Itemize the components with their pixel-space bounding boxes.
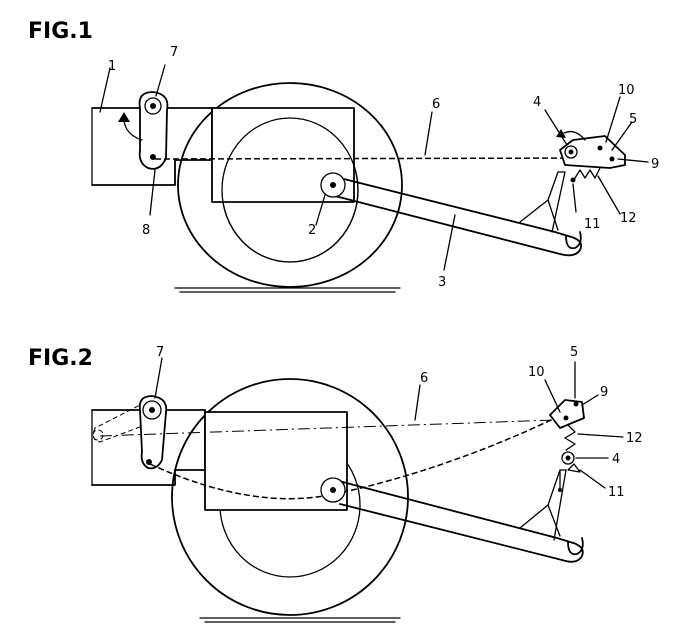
latch-5 xyxy=(549,399,585,492)
ref-9: 9 xyxy=(600,385,608,400)
leader-3 xyxy=(443,214,456,271)
leader-12 xyxy=(577,433,624,438)
leader-1 xyxy=(99,67,111,113)
ref-7: 7 xyxy=(170,45,178,60)
leader-8 xyxy=(149,169,156,216)
leader-4 xyxy=(544,109,568,146)
leader-7 xyxy=(154,357,163,399)
ref-5: 5 xyxy=(629,112,637,127)
chain-tension-line xyxy=(99,419,556,437)
ref-11: 11 xyxy=(608,485,625,500)
spring-12 xyxy=(564,424,576,451)
towing-arm-3 xyxy=(320,171,583,257)
ref-3: 3 xyxy=(438,275,446,290)
figure-1-title: FIG.1 xyxy=(28,19,93,44)
ref-8: 8 xyxy=(142,223,150,238)
ref-5: 5 xyxy=(570,345,578,360)
catch-11 xyxy=(567,463,581,473)
ref-12: 12 xyxy=(620,211,637,226)
ref-6: 6 xyxy=(432,97,440,112)
ref-12: 12 xyxy=(626,431,643,446)
leader-9 xyxy=(581,394,599,406)
vehicle-frame-beam xyxy=(91,107,213,186)
figure-1: FIG.1 xyxy=(28,19,659,293)
towing-arm-3 xyxy=(320,469,584,563)
figure-2: FIG.2 xyxy=(28,345,643,623)
leader-7 xyxy=(155,64,166,97)
ref-7: 7 xyxy=(156,345,164,360)
leader-2 xyxy=(315,194,326,226)
leader-11 xyxy=(579,469,606,489)
leader-9 xyxy=(617,158,649,163)
latch-arrow xyxy=(563,130,586,141)
ref-2: 2 xyxy=(308,223,316,238)
ref-9: 9 xyxy=(651,157,659,172)
leader-10 xyxy=(544,379,561,413)
ref-4: 4 xyxy=(612,452,620,467)
ref-11: 11 xyxy=(584,217,601,232)
ref-10: 10 xyxy=(618,83,635,98)
chain-6 xyxy=(154,157,613,160)
pivot-lever-7 xyxy=(92,395,168,470)
ref-1: 1 xyxy=(108,59,116,74)
latch-5 xyxy=(556,129,626,183)
ref-4: 4 xyxy=(533,95,541,110)
leader-6 xyxy=(414,384,421,421)
figure-2-title: FIG.2 xyxy=(28,346,93,371)
vehicle-frame-beam xyxy=(91,409,206,486)
leader-11 xyxy=(572,183,577,213)
leader-12 xyxy=(597,175,621,215)
leader-5 xyxy=(611,121,633,151)
leader-6 xyxy=(424,111,433,156)
ref-10: 10 xyxy=(528,365,545,380)
spring-12 xyxy=(574,167,601,179)
ref-6: 6 xyxy=(420,371,428,386)
leader-10 xyxy=(605,96,621,143)
pivot-lever-7 xyxy=(118,91,169,170)
